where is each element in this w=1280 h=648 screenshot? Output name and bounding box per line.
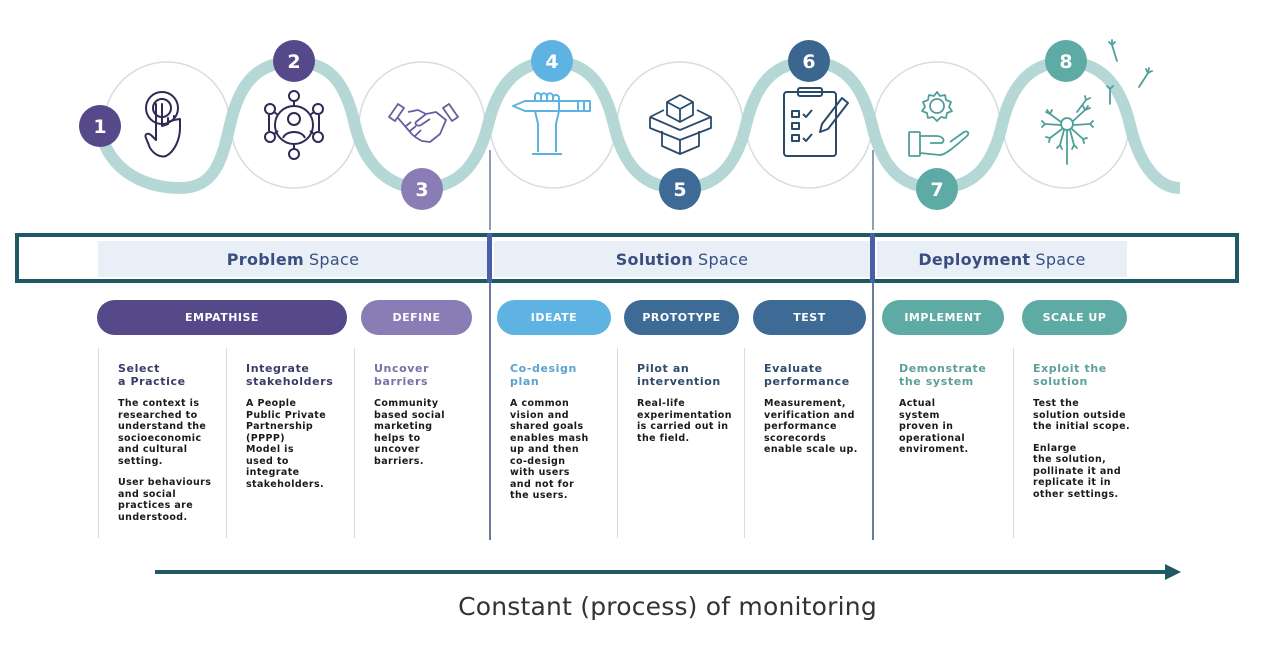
column-title: Co-design plan: [510, 362, 577, 388]
space-solution-bold: Solution: [615, 249, 694, 269]
step-badge-8: 8: [1045, 40, 1087, 82]
frame-divider-solution: [487, 233, 492, 283]
column-body: Actual system proven in operational envi…: [899, 398, 969, 455]
space-deployment-rest: Space: [1035, 249, 1086, 269]
frame-divider-deployment: [870, 233, 875, 283]
step-badge-6: 6: [788, 40, 830, 82]
space-deployment-bold: Deployment: [918, 249, 1031, 269]
phase-scale-up: SCALE UP: [1022, 300, 1127, 335]
clipboard-checklist-icon: [783, 87, 849, 157]
step-number-4: 4: [545, 51, 558, 73]
spaces-frame: [15, 233, 1239, 283]
box-icon: [649, 94, 712, 155]
column-title: Uncover barriers: [374, 362, 430, 388]
column-body: Real-life experimentation is carried out…: [637, 398, 732, 444]
step-number-1: 1: [93, 116, 106, 138]
space-problem-bold: Problem: [226, 249, 304, 269]
monitoring-arrow-line: [155, 570, 1167, 574]
hand-pencil-icon: [512, 92, 591, 155]
divider-solution: [489, 283, 491, 540]
handshake-icon: [388, 103, 459, 143]
column-exploit-solution: Exploit the solution Test the solution o…: [1013, 348, 1163, 538]
step-badge-3: 3: [401, 168, 443, 210]
step-badge-5: 5: [659, 168, 701, 210]
column-body: Test the solution outside the initial sc…: [1033, 398, 1130, 432]
step-number-7: 7: [930, 179, 943, 201]
column-pilot-intervention: Pilot an intervention Real-life experime…: [617, 348, 745, 538]
step-badge-7: 7: [916, 168, 958, 210]
dandelion-icon: [1041, 105, 1094, 165]
step-badge-4: 4: [531, 40, 573, 82]
space-solution-rest: Space: [698, 249, 749, 269]
process-wave: 1 2 3 4 5 6 7 8: [79, 39, 1181, 230]
column-title: Integrate stakeholders: [246, 362, 334, 388]
phase-prototype: PROTOTYPE: [624, 300, 739, 335]
column-body: User behaviours and social practices are…: [118, 477, 212, 523]
column-body: Enlarge the solution, pollinate it and r…: [1033, 442, 1122, 500]
column-uncover-barriers: Uncover barriers Community based social …: [354, 348, 489, 538]
column-title: Exploit the solution: [1033, 362, 1107, 388]
column-select-practice: Select a Practice The context is researc…: [98, 348, 226, 538]
phase-define: DEFINE: [361, 300, 472, 335]
column-evaluate-performance: Evaluate performance Measurement, verifi…: [744, 348, 872, 538]
wave-line: [94, 55, 1181, 195]
column-body: Community based social marketing helps t…: [374, 398, 445, 467]
step-number-5: 5: [673, 179, 686, 201]
step-number-3: 3: [415, 179, 428, 201]
column-body: A common vision and shared goals enables…: [510, 398, 589, 501]
floating-seeds-icon: [1076, 39, 1153, 113]
column-integrate-stakeholders: Integrate stakeholders A People Public P…: [226, 348, 354, 538]
column-title: Pilot an intervention: [637, 362, 721, 388]
column-demonstrate-system: Demonstrate the system Actual system pro…: [880, 348, 1013, 538]
column-co-design-plan: Co-design plan A common vision and share…: [491, 348, 619, 538]
column-title: Select a Practice: [118, 362, 186, 388]
divider-deployment: [872, 283, 874, 540]
step-badge-1: 1: [79, 105, 121, 147]
step-number-2: 2: [287, 51, 300, 73]
step-number-6: 6: [802, 51, 815, 73]
phase-ideate: IDEATE: [497, 300, 611, 335]
column-title: Evaluate performance: [764, 362, 850, 388]
monitoring-label: Constant (process) of monitoring: [458, 592, 877, 621]
step-badge-2: 2: [273, 40, 315, 82]
network-people-icon: [264, 90, 324, 160]
column-body: Measurement, verification and performanc…: [764, 398, 858, 455]
touch-icon: [144, 91, 181, 158]
column-title: Demonstrate the system: [899, 362, 987, 388]
step-number-8: 8: [1059, 51, 1072, 73]
space-problem-rest: Space: [308, 249, 360, 269]
column-body: The context is researched to understand …: [118, 398, 207, 467]
column-body: A People Public Private Partnership (PPP…: [246, 398, 327, 490]
phase-implement: IMPLEMENT: [882, 300, 1004, 335]
arrow-head-icon: [1165, 564, 1181, 580]
phase-empathise: EMPATHISE: [97, 300, 347, 335]
phase-test: TEST: [753, 300, 866, 335]
hand-gear-icon: [908, 91, 970, 157]
